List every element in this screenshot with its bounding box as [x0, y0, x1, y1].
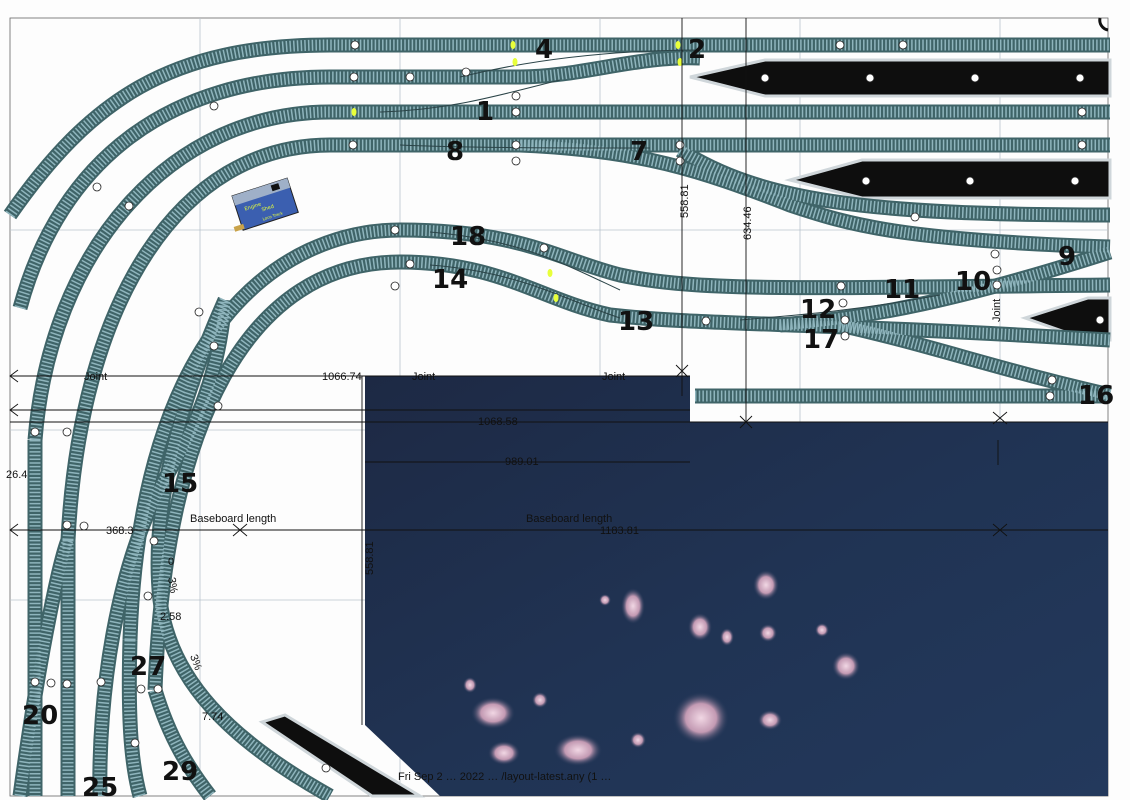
platform-middle	[784, 158, 1112, 200]
track-number-labels: 4 2 1 8 7 18 14 13 12 11 10 9 17 16 15 2…	[22, 35, 1114, 800]
dimension-lines	[9, 18, 1108, 725]
track-number-15: 15	[162, 469, 198, 499]
track-layout	[3, 37, 1113, 800]
track-number-25: 25	[82, 773, 118, 800]
track-number-2: 2	[688, 35, 706, 65]
dim-height-558-b: 558.81	[364, 541, 376, 575]
platform-bottom-left	[258, 713, 426, 798]
baseboard-length-label-1: Baseboard length	[190, 513, 276, 525]
track-number-9: 9	[1058, 242, 1076, 272]
track-sleepers	[5, 39, 1112, 800]
baseboard-length-label-2: Baseboard length	[526, 513, 612, 525]
track-number-4: 4	[535, 35, 553, 65]
track-number-8: 8	[446, 137, 464, 167]
dim-baseboard-left: 368.3	[106, 525, 134, 537]
track-number-12: 12	[800, 295, 836, 325]
track-number-27: 27	[130, 652, 166, 682]
dim-width-1066: 1066.74	[322, 371, 362, 383]
track-number-14: 14	[432, 265, 468, 295]
grade-258: 2.58	[160, 611, 181, 623]
shed-label-line3: Loco Track	[262, 210, 284, 221]
shed-label-line2: Shed	[261, 204, 275, 214]
track-number-29: 29	[162, 757, 198, 787]
platform-top	[689, 58, 1112, 98]
slope-3a: 3%	[165, 576, 180, 594]
track-number-1: 1	[476, 97, 494, 127]
point-markers	[351, 41, 683, 302]
track-number-13: 13	[618, 307, 654, 337]
joint-label-right: Joint	[991, 299, 1003, 322]
grade-0: 0	[168, 556, 174, 568]
dim-width-989: 989.01	[505, 456, 539, 468]
track-number-11: 11	[884, 275, 920, 305]
slope-3b: 3%	[187, 653, 204, 672]
track-number-18: 18	[450, 222, 486, 252]
dim-width-1068: 1068.58	[478, 416, 518, 428]
track-number-10: 10	[955, 267, 991, 297]
corner-mark	[1098, 17, 1109, 32]
dim-height-558-a: 558.81	[679, 184, 691, 218]
joint-label-2: Joint	[412, 371, 435, 383]
dim-left-edge: 26.4	[6, 469, 27, 481]
track-number-20: 20	[22, 701, 58, 731]
scenic-baseboard	[365, 376, 1108, 796]
track-number-16: 16	[1078, 381, 1114, 411]
track-number-17: 17	[803, 325, 839, 355]
grade-774: 7.74	[202, 711, 223, 723]
shed-label-line1: Engine	[244, 202, 262, 213]
joint-dots	[30, 40, 1087, 748]
joint-label-3: Joint	[602, 371, 625, 383]
dim-height-634: 634.46	[742, 206, 754, 240]
track-number-7: 7	[630, 137, 648, 167]
footer-print-line: Fri Sep 2 … 2022 … /layout-latest.any (1…	[398, 771, 611, 783]
dimension-labels: Joint 1066.74 Joint Joint 1068.58 989.01…	[6, 184, 1003, 783]
platforms	[258, 58, 1112, 798]
engine-shed-building: Engine Shed Loco Track	[231, 177, 299, 232]
joint-label-1: Joint	[84, 371, 107, 383]
dim-baseboard-right: 1183.81	[600, 525, 639, 537]
